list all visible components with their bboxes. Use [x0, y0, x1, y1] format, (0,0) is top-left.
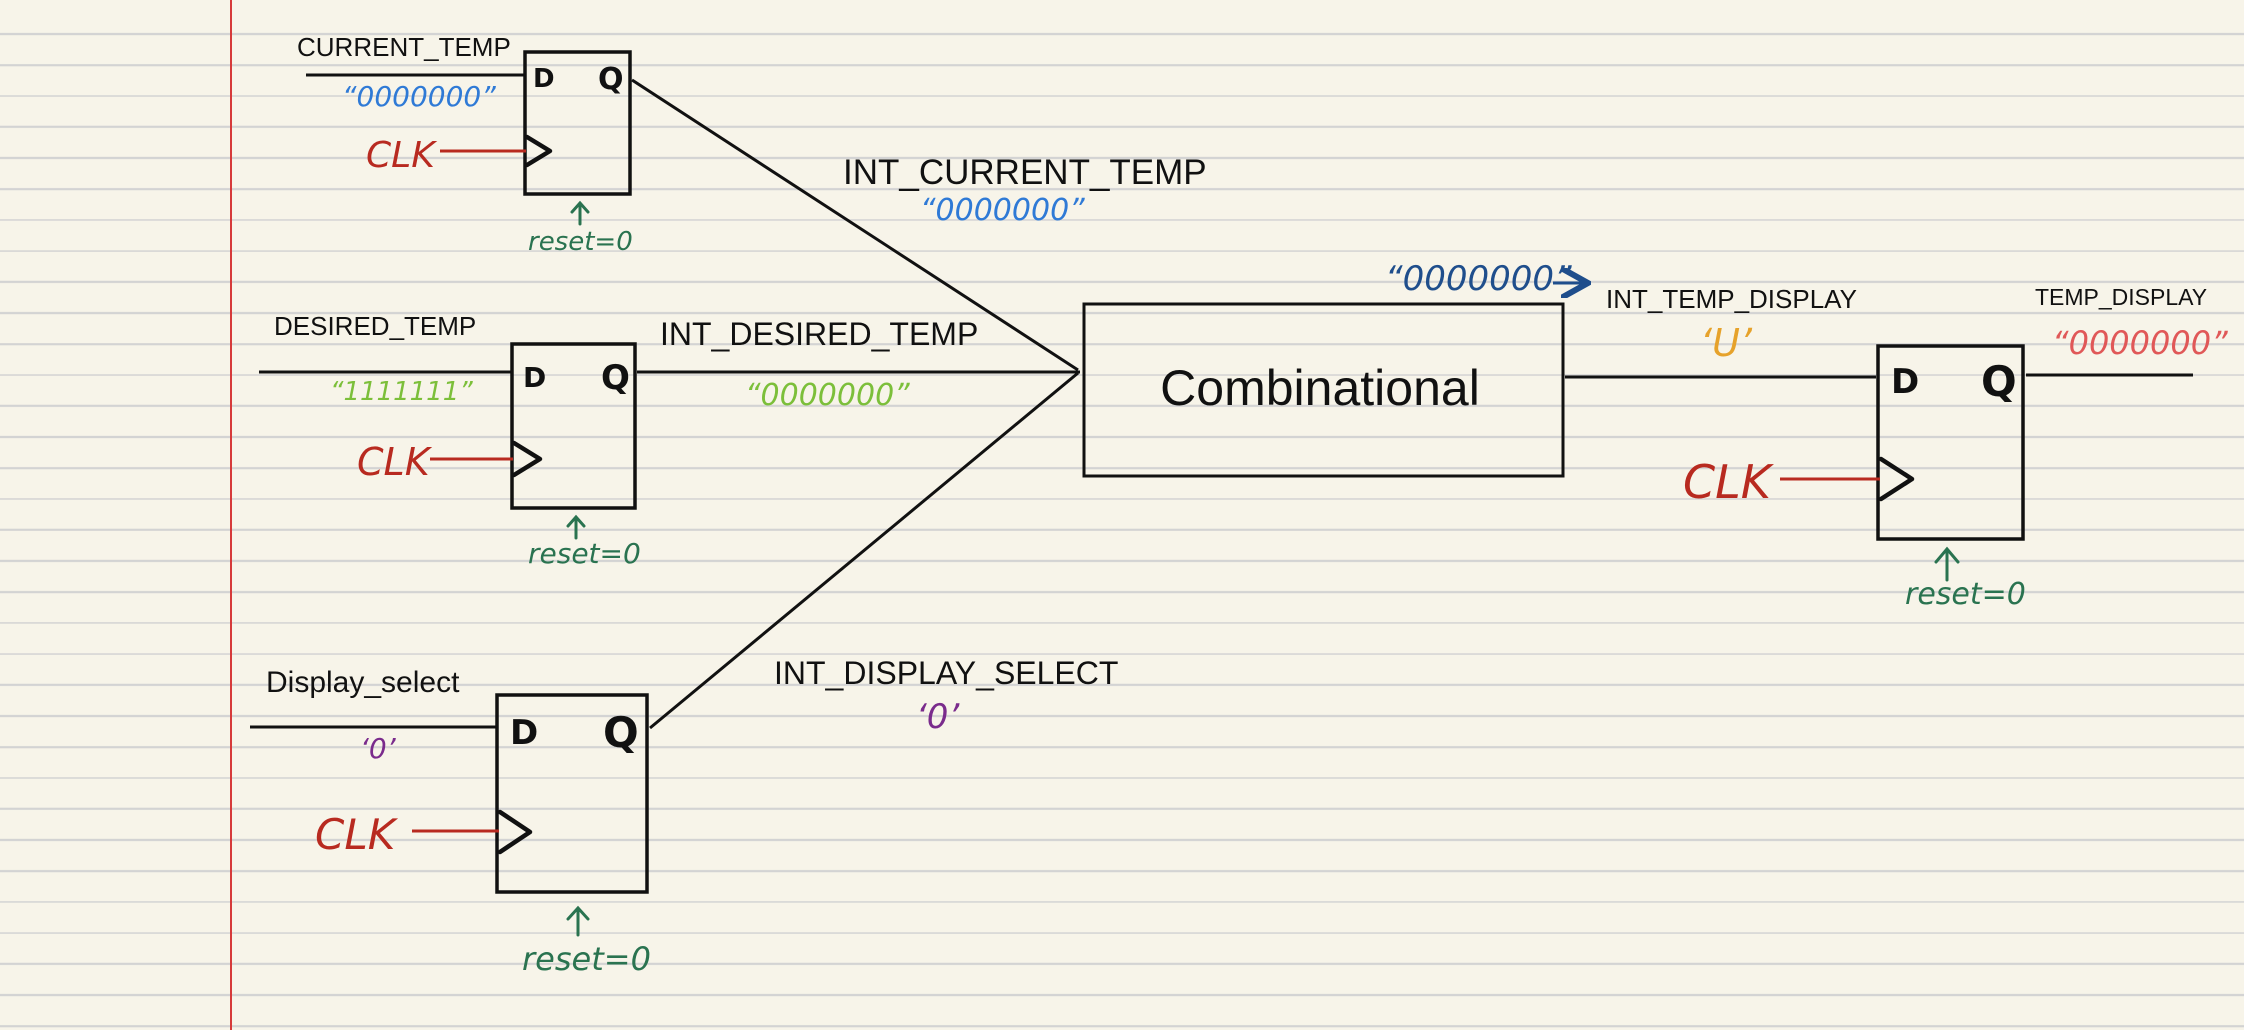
int-display-select-wire	[649, 371, 1079, 730]
temp-display-clk-label: CLK	[1683, 455, 1775, 509]
desired-temp-flipflop	[510, 342, 637, 510]
int-current-temp-label: INT_CURRENT_TEMP	[843, 153, 1207, 192]
temp-display-d-pin: D	[1891, 362, 1919, 402]
current-temp-q-pin: Q	[598, 62, 624, 97]
int-desired-temp-label: INT_DESIRED_TEMP	[660, 316, 978, 352]
desired-temp-q-pin: Q	[601, 358, 630, 398]
int-display-select-value: ‘0’	[916, 697, 960, 737]
combinational-block: Combinational	[1082, 302, 1565, 478]
current-temp-d-pin: D	[533, 64, 555, 94]
display-select-reset-arrow-icon	[566, 905, 590, 937]
display-select-clk-label: CLK	[315, 810, 399, 859]
int-current-temp-wire	[631, 78, 1079, 372]
display-select-value: ‘0’	[360, 732, 397, 765]
int-desired-temp-value: “0000000”	[745, 378, 910, 413]
combinational-box	[1082, 302, 1565, 478]
desired-temp-value: “1111111”	[330, 377, 473, 407]
desired-temp-reset-arrow-icon	[566, 514, 586, 540]
display-select-reset-label: reset=0	[522, 940, 651, 978]
current-temp-reset-label: reset=0	[528, 227, 633, 257]
display-select-flipflop	[495, 693, 649, 894]
current-temp-label: CURRENT_TEMP	[297, 32, 511, 62]
temp-display-reset-arrow-icon	[1934, 546, 1960, 582]
current-temp-reset-arrow-icon	[570, 200, 590, 226]
desired-temp-register: DESIRED_TEMP “1111111” D Q CLK reset=0	[259, 311, 641, 570]
display-select-label: Display_select	[266, 666, 460, 699]
temp-display-clock-triangle-icon	[1878, 456, 1915, 502]
temp-display-value: “0000000”	[2052, 324, 2228, 362]
temp-display-register: D Q CLK reset=0	[1683, 344, 2026, 612]
current-temp-clock-triangle-icon	[524, 134, 553, 168]
current-temp-clk-label: CLK	[366, 135, 437, 176]
temp-display-label: TEMP_DISPLAY	[2035, 284, 2207, 310]
internal-wires	[631, 78, 1080, 730]
current-temp-flipflop	[523, 50, 632, 196]
display-select-q-pin: Q	[603, 708, 639, 757]
int-temp-display-label: INT_TEMP_DISPLAY	[1606, 284, 1857, 314]
temp-display-reset-label: reset=0	[1905, 577, 2026, 612]
desired-temp-label: DESIRED_TEMP	[274, 311, 476, 341]
display-select-d-pin: D	[510, 713, 538, 753]
int-temp-display-value: ‘U’	[1700, 321, 1753, 365]
display-select-register: Display_select ‘0’ D Q CLK reset=0	[250, 666, 651, 978]
combinational-label: Combinational	[1160, 360, 1480, 416]
desired-temp-reset-label: reset=0	[528, 537, 641, 570]
desired-temp-clk-label: CLK	[357, 440, 433, 484]
int-display-select-label: INT_DISPLAY_SELECT	[774, 655, 1118, 691]
display-select-clock-triangle-icon	[497, 809, 533, 855]
combinational-output-value: “0000000”	[1385, 259, 1572, 299]
temp-display-flipflop	[1876, 344, 2025, 541]
desired-temp-clock-triangle-icon	[511, 440, 543, 478]
int-current-temp-value: “0000000”	[920, 193, 1085, 228]
current-temp-register: CURRENT_TEMP “0000000” D Q CLK reset=0	[297, 32, 633, 257]
desired-temp-d-pin: D	[523, 361, 546, 394]
temp-display-q-pin: Q	[1981, 357, 2017, 406]
notebook-margin-line	[230, 0, 232, 1030]
current-temp-value: “0000000”	[342, 80, 496, 113]
